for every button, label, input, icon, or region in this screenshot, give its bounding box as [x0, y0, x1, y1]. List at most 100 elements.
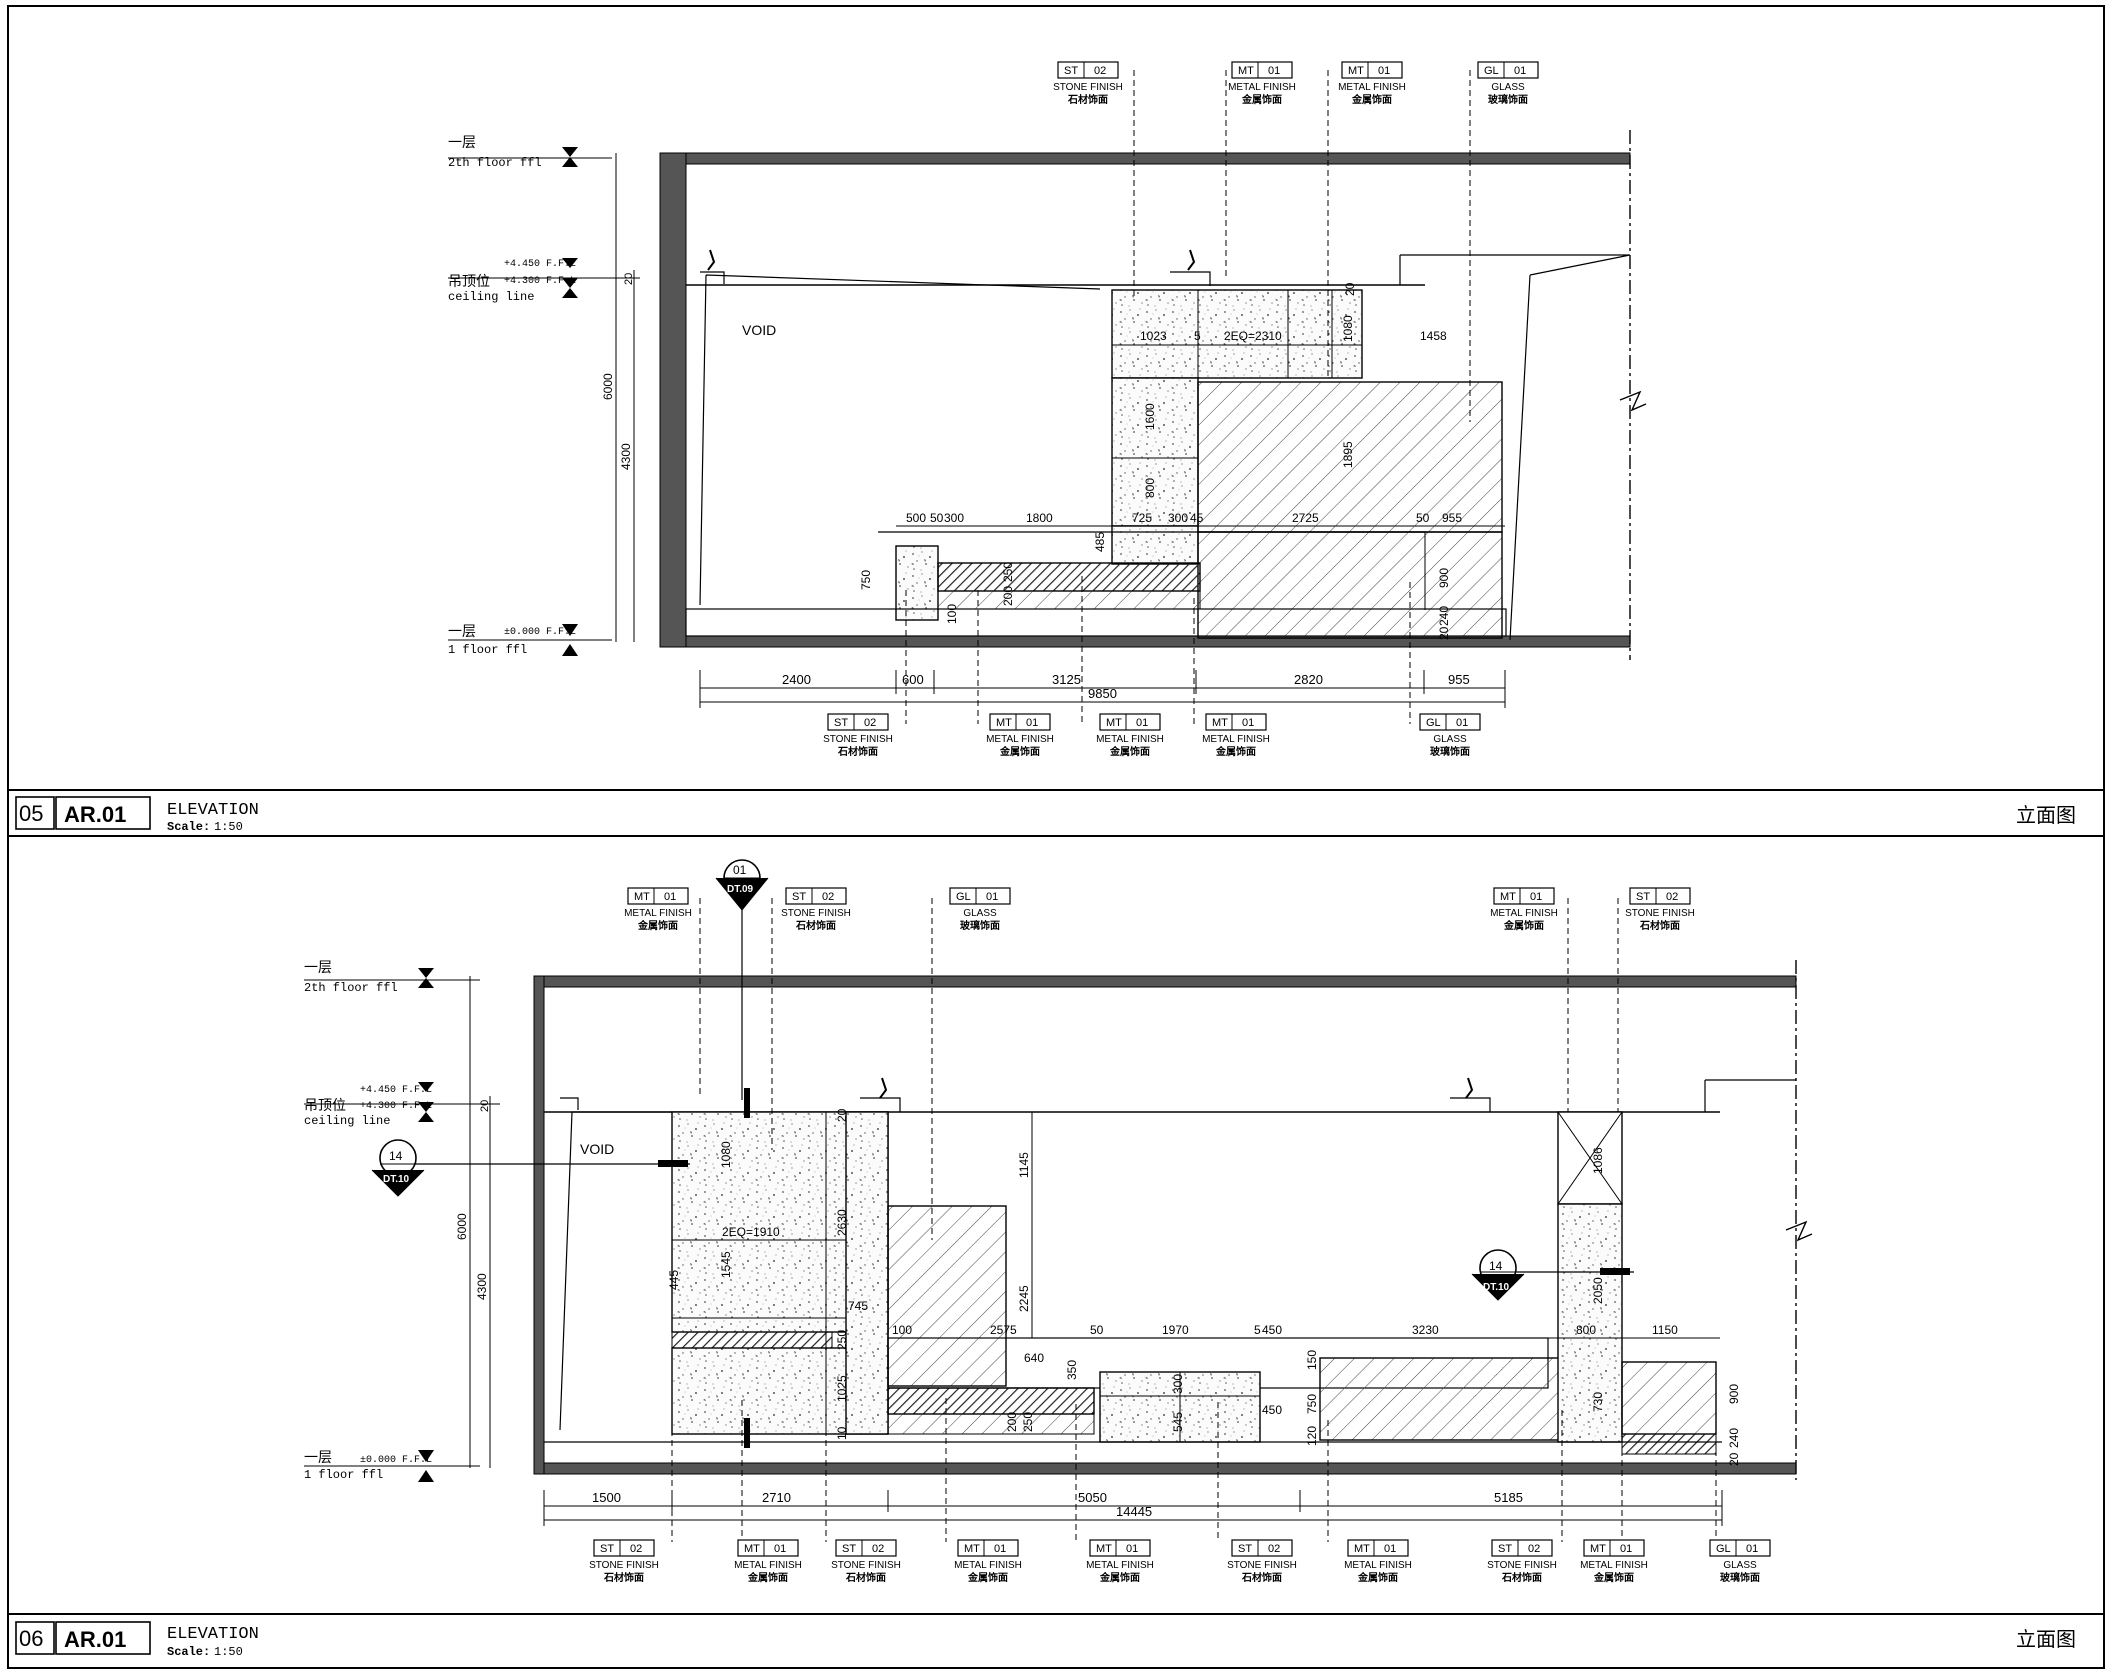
tag-label-cn: 石材饰面: [1501, 1571, 1542, 1584]
svg-text:±0.000 F.F.L: ±0.000 F.F.L: [360, 1455, 432, 1466]
svg-text:900: 900: [1437, 568, 1451, 588]
tag-number: 02: [822, 891, 834, 903]
svg-text:250: 250: [1001, 562, 1015, 582]
tag-label-cn: 石材饰面: [845, 1571, 886, 1584]
void-label: VOID: [580, 1141, 614, 1157]
inner-dimensions-06: 1080 20 2630 2EQ=1910 1545 445 745 250 1…: [667, 1108, 1741, 1466]
tag-label-cn: 金属饰面: [999, 745, 1040, 758]
stone-column: [1111, 377, 1199, 527]
svg-text:+4.450 F.F.L: +4.450 F.F.L: [360, 1085, 432, 1096]
tag-number: 01: [1530, 891, 1542, 903]
svg-text:1 floor ffl: 1 floor ffl: [448, 643, 527, 657]
tag-code: GL: [956, 891, 971, 903]
svg-text:50: 50: [930, 511, 944, 525]
tag-label-cn: 金属饰面: [1593, 1571, 1634, 1584]
svg-text:2th floor ffl: 2th floor ffl: [304, 981, 398, 995]
cross-mark: [1557, 1111, 1623, 1205]
leaders-top-05: [1133, 70, 1471, 422]
inner-dimensions-05: 1023 5 2EQ=2310 1458 20 1080 1600 800 18…: [859, 282, 1505, 640]
tag-label-cn: 石材饰面: [1639, 919, 1680, 932]
tag-label-cn: 金属饰面: [967, 1571, 1008, 1584]
glass-panel-left: [887, 1205, 1007, 1387]
svg-text:45: 45: [1190, 511, 1204, 525]
tag-label-cn: 石材饰面: [1067, 93, 1108, 106]
svg-text:+4.300 F.F.L: +4.300 F.F.L: [504, 276, 576, 287]
tag-label-cn: 金属饰面: [1241, 93, 1282, 106]
svg-text:1145: 1145: [1017, 1152, 1031, 1178]
tag-label-cn: 金属饰面: [1109, 745, 1150, 758]
tag-label-cn: 石材饰面: [1241, 1571, 1282, 1584]
tag-number: 01: [1136, 717, 1148, 729]
scale-value: 1:50: [214, 1645, 243, 1659]
tag-code: ST: [834, 717, 848, 729]
tag-label-cn: 金属饰面: [637, 919, 678, 932]
svg-text:1 floor ffl: 1 floor ffl: [304, 1468, 383, 1482]
tag-number: 02: [872, 1543, 884, 1555]
void-outline: [699, 274, 1101, 606]
sheet-number: AR.01: [64, 802, 126, 827]
tag-label-cn: 金属饰面: [1215, 745, 1256, 758]
elevation-number: 05: [19, 801, 43, 826]
tag-label-en: METAL FINISH: [1580, 1560, 1648, 1571]
svg-text:240: 240: [1437, 606, 1451, 626]
tag-label-cn: 金属饰面: [1351, 93, 1392, 106]
svg-text:5: 5: [1254, 1323, 1261, 1337]
svg-text:1025: 1025: [835, 1375, 849, 1402]
elevation-05: VOID 一层 2th floor ffl 吊顶位: [8, 61, 2104, 837]
tag-number: 01: [1620, 1543, 1632, 1555]
tag-number: 01: [1514, 65, 1526, 77]
tag-label-en: STONE FINISH: [1227, 1560, 1297, 1571]
svg-text:445: 445: [667, 1270, 681, 1290]
scale-label: Scale:: [167, 820, 210, 834]
svg-text:955: 955: [1442, 511, 1462, 525]
svg-text:1545: 1545: [719, 1251, 733, 1278]
svg-text:2710: 2710: [762, 1490, 791, 1505]
tag-code: MT: [1354, 1543, 1370, 1555]
break-symbol: [1785, 1220, 1813, 1242]
svg-text:一层: 一层: [304, 959, 332, 975]
svg-text:1800: 1800: [1026, 511, 1053, 525]
elevation-06: VOID 一层 2t: [8, 859, 2104, 1659]
svg-text:745: 745: [848, 1299, 868, 1313]
tag-label-en: GLASS: [1433, 734, 1467, 745]
break-symbol: [1619, 390, 1647, 412]
detail-callout-01: 01 DT.09: [715, 859, 769, 1448]
svg-text:955: 955: [1448, 672, 1470, 687]
tag-code: ST: [1064, 65, 1078, 77]
tag-label-en: METAL FINISH: [1202, 734, 1270, 745]
metal-band: [671, 1331, 833, 1349]
tag-number: 01: [1126, 1543, 1138, 1555]
glass-panel-right: [1621, 1361, 1717, 1435]
svg-text:6000: 6000: [455, 1213, 469, 1240]
svg-text:50: 50: [1416, 511, 1430, 525]
bottom-dimensions-05: 2400 600 3125 2820 955 9850: [699, 670, 1506, 708]
tag-code: ST: [1636, 891, 1650, 903]
svg-text:500: 500: [906, 511, 926, 525]
elevation-number: 06: [19, 1626, 43, 1651]
svg-text:ceiling line: ceiling line: [448, 290, 534, 304]
tag-number: 02: [1528, 1543, 1540, 1555]
svg-text:725: 725: [1132, 511, 1152, 525]
svg-text:450: 450: [1262, 1403, 1282, 1417]
tag-label-cn: 玻璃饰面: [960, 919, 1000, 932]
tag-label-cn: 金属饰面: [1503, 919, 1544, 932]
tag-number: 01: [994, 1543, 1006, 1555]
right-slope-outline: [1399, 254, 1631, 641]
detail-callout-14-right: 14 DT.10: [1471, 1249, 1634, 1301]
svg-text:一层: 一层: [448, 623, 476, 639]
svg-text:2630: 2630: [835, 1209, 849, 1236]
tag-label-en: METAL FINISH: [624, 908, 692, 919]
counter-metal-top: [937, 562, 1201, 592]
left-wall: [659, 152, 687, 648]
tag-label-en: METAL FINISH: [734, 1560, 802, 1571]
tag-code: ST: [600, 1543, 614, 1555]
